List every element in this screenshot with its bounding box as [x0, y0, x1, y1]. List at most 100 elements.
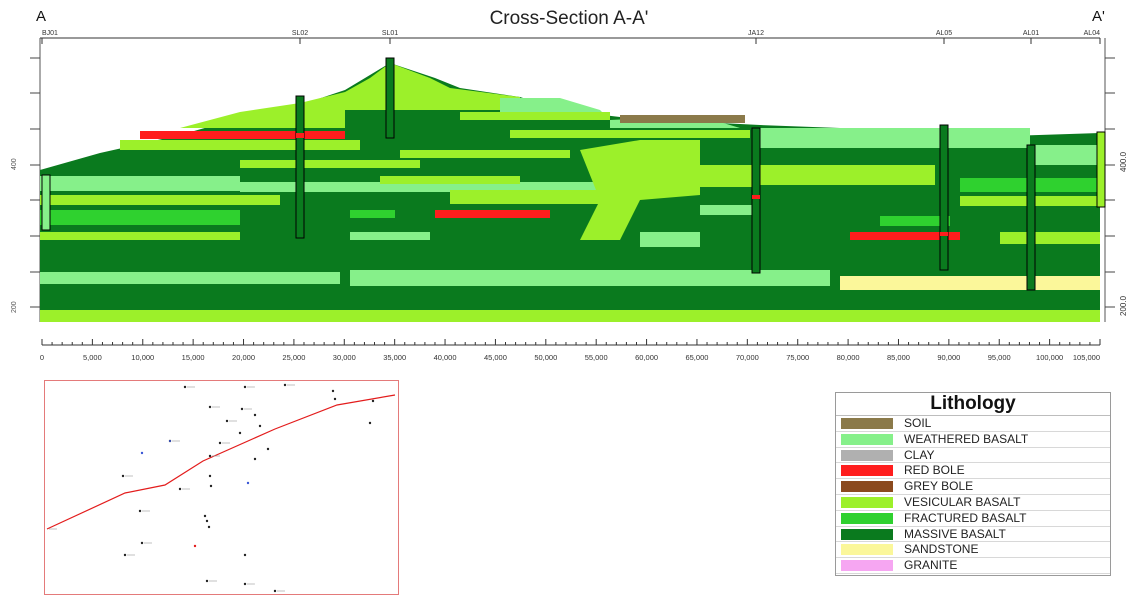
red-bole-swatch — [841, 465, 893, 477]
borehole-red-mark-al05 — [940, 232, 948, 236]
vesicular-thin-band-2 — [240, 160, 420, 168]
vesicular-thin-band-4 — [510, 130, 750, 138]
distance-label: 30,000 — [333, 353, 356, 362]
weathered-lens-right — [700, 205, 755, 215]
distance-label: 80,000 — [837, 353, 860, 362]
weathered-band-lower-mid — [350, 270, 830, 286]
legend-item: CLAY — [836, 448, 1110, 464]
distance-label: 20,000 — [232, 353, 255, 362]
distance-label: 95,000 — [988, 353, 1011, 362]
legend-item: GREY BOLE — [836, 479, 1110, 495]
distance-label: 40,000 — [434, 353, 457, 362]
massive-upper-left — [40, 150, 240, 176]
borehole-label-al04: AL04 — [1084, 30, 1100, 37]
distance-label: 10,000 — [131, 353, 154, 362]
legend-item-label: CLAY — [904, 447, 935, 462]
borehole-log-sl02 — [295, 95, 305, 239]
well-points — [121, 383, 375, 593]
fractured-lens-right — [880, 216, 950, 226]
borehole-label-sl01: SL01 — [382, 30, 398, 37]
fractured-lens-mid — [350, 210, 395, 218]
lithology-layers — [40, 63, 1100, 322]
borehole-red-mark-ja12 — [752, 195, 760, 199]
well-points-blue — [140, 440, 250, 485]
weathered-band-lower-left — [40, 272, 340, 284]
distance-label: 50,000 — [534, 353, 557, 362]
borehole-label-ja12: JA12 — [748, 30, 764, 37]
weathered-basalt-swatch — [841, 433, 893, 445]
end-label-right: A' — [1092, 8, 1105, 25]
legend-item-label: FRACTURED BASALT — [904, 510, 1027, 525]
sandstone-swatch — [841, 544, 893, 556]
borehole-logs — [41, 57, 1106, 291]
vesicular-band-left-mid — [40, 195, 280, 205]
legend-item: GRANITE — [836, 558, 1110, 574]
borehole-label-bj01: BJ01 — [42, 30, 58, 37]
vesicular-band-right — [760, 165, 935, 185]
weathered-band-far-right — [1035, 145, 1100, 165]
weathered-lens-right-low — [640, 232, 700, 247]
legend-item: FRACTURED BASALT — [836, 511, 1110, 527]
basal-vesicular-band — [40, 310, 1100, 322]
right-axis-label-200: 200.0 — [1119, 295, 1128, 316]
section-line-a-a — [46, 394, 396, 530]
vesicular-thin-band — [400, 150, 570, 158]
borehole-log-bj01 — [41, 174, 51, 231]
left-axis-label-400: 400 — [11, 158, 18, 170]
legend-item-label: GRANITE — [904, 558, 958, 573]
end-label-left: A — [36, 8, 47, 25]
legend-item-label: RED BOLE — [904, 463, 965, 478]
legend-item: VESICULAR BASALT — [836, 495, 1110, 511]
well-point-tags — [49, 384, 295, 592]
borehole-red-mark-sl02 — [296, 133, 304, 138]
weathered-band-left — [40, 176, 240, 191]
location-map-inset — [44, 380, 399, 595]
vesicular-summit-cap — [345, 63, 520, 110]
distance-label: 65,000 — [685, 353, 708, 362]
legend-item-label: SANDSTONE — [904, 542, 979, 557]
vesicular-lens-mid — [450, 190, 620, 204]
legend-item-label: SOIL — [904, 416, 932, 430]
weathered-lens-mid — [350, 232, 430, 240]
fractured-band-left — [40, 210, 240, 225]
legend-item: SANDSTONE — [836, 542, 1110, 559]
distance-label: 60,000 — [635, 353, 658, 362]
location-map — [46, 383, 396, 593]
borehole-log-al04 — [1096, 131, 1106, 208]
red-bole-upper-left — [140, 131, 345, 139]
legend-item: WEATHERED BASALT — [836, 432, 1110, 448]
borehole-log-ja12 — [751, 127, 761, 274]
right-elevation-ticks — [1105, 57, 1115, 308]
vesicular-basalt-swatch — [841, 496, 893, 508]
vesicular-thin-band-5 — [460, 112, 610, 120]
vesicular-lens-right — [640, 165, 755, 187]
red-bole-lens-right — [850, 232, 960, 240]
weathered-band-mid-upper — [240, 182, 600, 192]
vesicular-upper-left — [120, 140, 360, 150]
distance-ticks — [41, 339, 1101, 345]
massive-basalt-swatch — [841, 528, 893, 540]
distance-label: 5,000 — [83, 353, 102, 362]
distance-label: 0 — [40, 353, 44, 362]
vesicular-band-left-low — [40, 232, 240, 240]
legend-title: Lithology — [836, 393, 1110, 416]
distance-label: 45,000 — [484, 353, 507, 362]
legend-item-label: VESICULAR BASALT — [904, 494, 1021, 509]
distance-label: 25,000 — [282, 353, 305, 362]
legend-item: RED BOLE — [836, 463, 1110, 480]
distance-label: 85,000 — [887, 353, 910, 362]
distance-label: 15,000 — [182, 353, 205, 362]
soil-patch — [620, 115, 745, 123]
borehole-log-al05 — [939, 124, 949, 271]
borehole-log-al01 — [1026, 144, 1036, 291]
granite-swatch — [841, 560, 893, 572]
legend-item-label: GREY BOLE — [904, 479, 974, 494]
distance-label: 100,000 — [1036, 353, 1063, 362]
left-axis-label-200: 200 — [11, 301, 18, 313]
soil-swatch — [841, 418, 893, 429]
borehole-ticks — [41, 38, 1101, 44]
distance-label: 90,000 — [937, 353, 960, 362]
